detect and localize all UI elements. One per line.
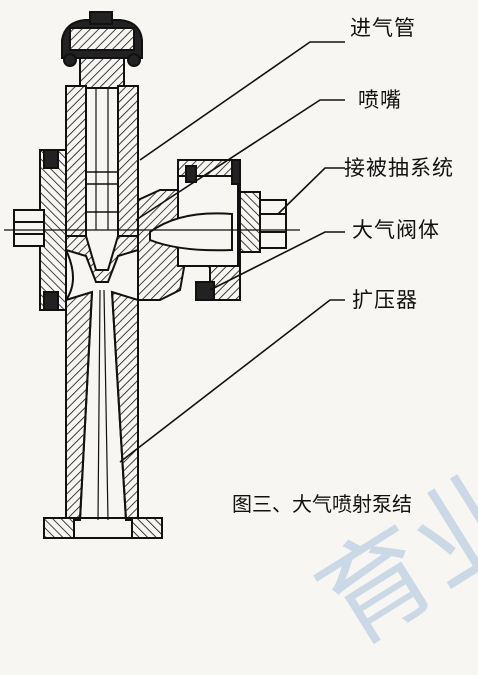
leader-intake-pipe [139, 41, 345, 161]
label-nozzle: 喷嘴 [358, 88, 402, 112]
nozzle-chamber [65, 235, 139, 301]
upper-tube [65, 85, 139, 237]
leader-nozzle [135, 99, 345, 221]
pump-cross-section-drawing [4, 11, 345, 539]
leader-lines [119, 41, 345, 463]
leader-suction [277, 167, 345, 215]
label-valve-body: 大气阀体 [352, 218, 440, 242]
diagram-figure: 进气管 喷嘴 接被抽系统 大气阀体 扩压器 图三、大气喷射泵结 育业大 [4, 11, 478, 670]
leader-valve-body [209, 231, 345, 291]
label-intake-pipe: 进气管 [350, 16, 416, 40]
figure-caption: 图三、大气喷射泵结 [232, 492, 412, 516]
label-diffuser: 扩压器 [352, 288, 418, 312]
label-suction-connection: 接被抽系统 [344, 156, 454, 180]
bottom-flange [43, 517, 163, 539]
leader-diffuser [119, 299, 345, 463]
diffuser-body [65, 289, 139, 521]
top-cap [61, 11, 143, 89]
